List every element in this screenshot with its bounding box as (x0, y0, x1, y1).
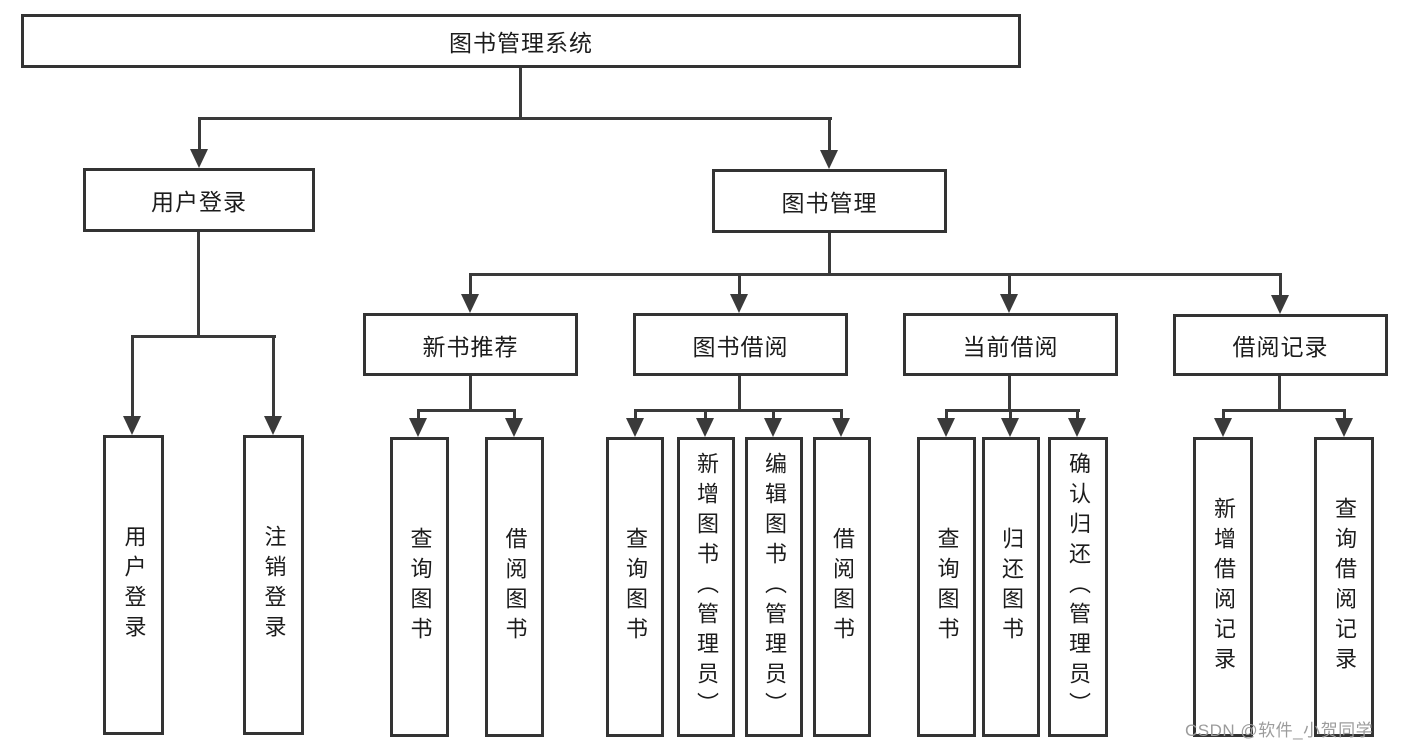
node-leaf-edit-book-admin-label: 编辑图书（管理员） (762, 452, 787, 722)
arrowhead-down-icon (1335, 418, 1353, 437)
connector-line (513, 409, 516, 421)
csdn-watermark: CSDN @软件_小贺同学 (1185, 721, 1374, 740)
node-book-borrowing-label: 图书借阅 (692, 333, 789, 360)
arrowhead-down-icon (1214, 418, 1232, 437)
arrowhead-down-icon (505, 418, 523, 437)
arrowhead-down-icon (937, 418, 955, 437)
node-leaf-query-borrow-record: 查询借阅记录 (1314, 437, 1374, 737)
connector-line (1009, 409, 1012, 421)
node-leaf-add-borrow-record-label: 新增借阅记录 (1211, 497, 1236, 677)
arrowhead-down-icon (730, 294, 748, 313)
node-leaf-query-books-1-label: 查询图书 (407, 527, 433, 647)
arrowhead-down-icon (1000, 294, 1018, 313)
connector-line (772, 409, 775, 421)
node-current-borrowing: 当前借阅 (903, 313, 1118, 376)
node-leaf-add-borrow-record: 新增借阅记录 (1193, 437, 1253, 737)
connector-line (634, 409, 843, 412)
node-root-system-label: 图书管理系统 (449, 30, 593, 56)
connector-line (1278, 374, 1281, 412)
arrowhead-down-icon (409, 418, 427, 437)
node-leaf-user-login-label: 用户登录 (121, 525, 147, 645)
connector-line (1343, 409, 1346, 421)
node-book-management-branch-label: 图书管理 (781, 190, 878, 216)
node-leaf-return-books-label: 归还图书 (999, 527, 1024, 647)
node-leaf-borrow-books-1: 借阅图书 (485, 437, 544, 737)
node-leaf-return-books: 归还图书 (982, 437, 1040, 737)
node-user-login-branch: 用户登录 (83, 168, 315, 232)
arrowhead-down-icon (461, 294, 479, 313)
connector-line (1222, 409, 1225, 421)
node-new-book-recommend-label: 新书推荐 (422, 333, 519, 360)
connector-line (634, 409, 637, 421)
connector-line (704, 409, 707, 421)
arrowhead-down-icon (1271, 295, 1289, 314)
connector-line (1222, 409, 1346, 412)
arrowhead-down-icon (1001, 418, 1019, 437)
connector-line (198, 117, 832, 120)
arrowhead-down-icon (1068, 418, 1086, 437)
node-book-borrowing: 图书借阅 (633, 313, 848, 376)
connector-line (840, 409, 843, 421)
arrowhead-down-icon (190, 149, 208, 168)
node-leaf-confirm-return-admin: 确认归还（管理员） (1048, 437, 1108, 737)
node-leaf-query-borrow-record-label: 查询借阅记录 (1332, 497, 1357, 677)
node-leaf-user-login: 用户登录 (103, 435, 164, 735)
node-leaf-confirm-return-admin-label: 确认归还（管理员） (1066, 452, 1091, 722)
arrowhead-down-icon (626, 418, 644, 437)
node-current-borrowing-label: 当前借阅 (962, 333, 1059, 360)
node-leaf-query-books-3: 查询图书 (917, 437, 976, 737)
node-leaf-query-books-3-label: 查询图书 (934, 527, 960, 647)
connector-line (828, 231, 831, 276)
node-borrow-records-label: 借阅记录 (1232, 334, 1329, 360)
node-book-management-branch: 图书管理 (712, 169, 947, 233)
connector-line (738, 273, 741, 297)
connector-line (945, 409, 948, 421)
node-new-book-recommend: 新书推荐 (363, 313, 578, 376)
node-leaf-add-book-admin: 新增图书（管理员） (677, 437, 735, 737)
connector-line (131, 335, 134, 419)
connector-line (469, 374, 472, 412)
connector-line (272, 335, 275, 419)
node-user-login-branch-label: 用户登录 (151, 189, 247, 215)
arrowhead-down-icon (696, 418, 714, 437)
arrowhead-down-icon (123, 416, 141, 435)
connector-line (131, 335, 276, 338)
connector-line (198, 117, 201, 152)
connector-line (1076, 409, 1079, 421)
arrowhead-down-icon (264, 416, 282, 435)
connector-line (519, 66, 522, 120)
node-leaf-add-book-admin-label: 新增图书（管理员） (694, 452, 719, 722)
connector-line (417, 409, 420, 421)
node-leaf-logout-label: 注销登录 (261, 525, 287, 645)
arrowhead-down-icon (764, 418, 782, 437)
connector-line (738, 373, 741, 412)
node-leaf-borrow-books-2-label: 借阅图书 (830, 527, 855, 647)
connector-line (417, 409, 516, 412)
node-borrow-records: 借阅记录 (1173, 314, 1388, 376)
connector-line (945, 409, 1080, 412)
arrowhead-down-icon (820, 150, 838, 169)
node-root-system: 图书管理系统 (21, 14, 1021, 68)
node-leaf-borrow-books-1-label: 借阅图书 (502, 527, 528, 647)
node-leaf-logout: 注销登录 (243, 435, 304, 735)
connector-line (1008, 374, 1011, 412)
connector-line (1008, 273, 1011, 297)
node-leaf-borrow-books-2: 借阅图书 (813, 437, 871, 737)
connector-line (469, 273, 472, 297)
arrowhead-down-icon (832, 418, 850, 437)
node-leaf-query-books-2-label: 查询图书 (623, 527, 648, 647)
node-leaf-edit-book-admin: 编辑图书（管理员） (745, 437, 803, 737)
node-leaf-query-books-1: 查询图书 (390, 437, 449, 737)
connector-line (1279, 273, 1282, 298)
connector-line (469, 273, 1282, 276)
connector-line (828, 117, 831, 153)
node-leaf-query-books-2: 查询图书 (606, 437, 664, 737)
connector-line (197, 230, 200, 338)
